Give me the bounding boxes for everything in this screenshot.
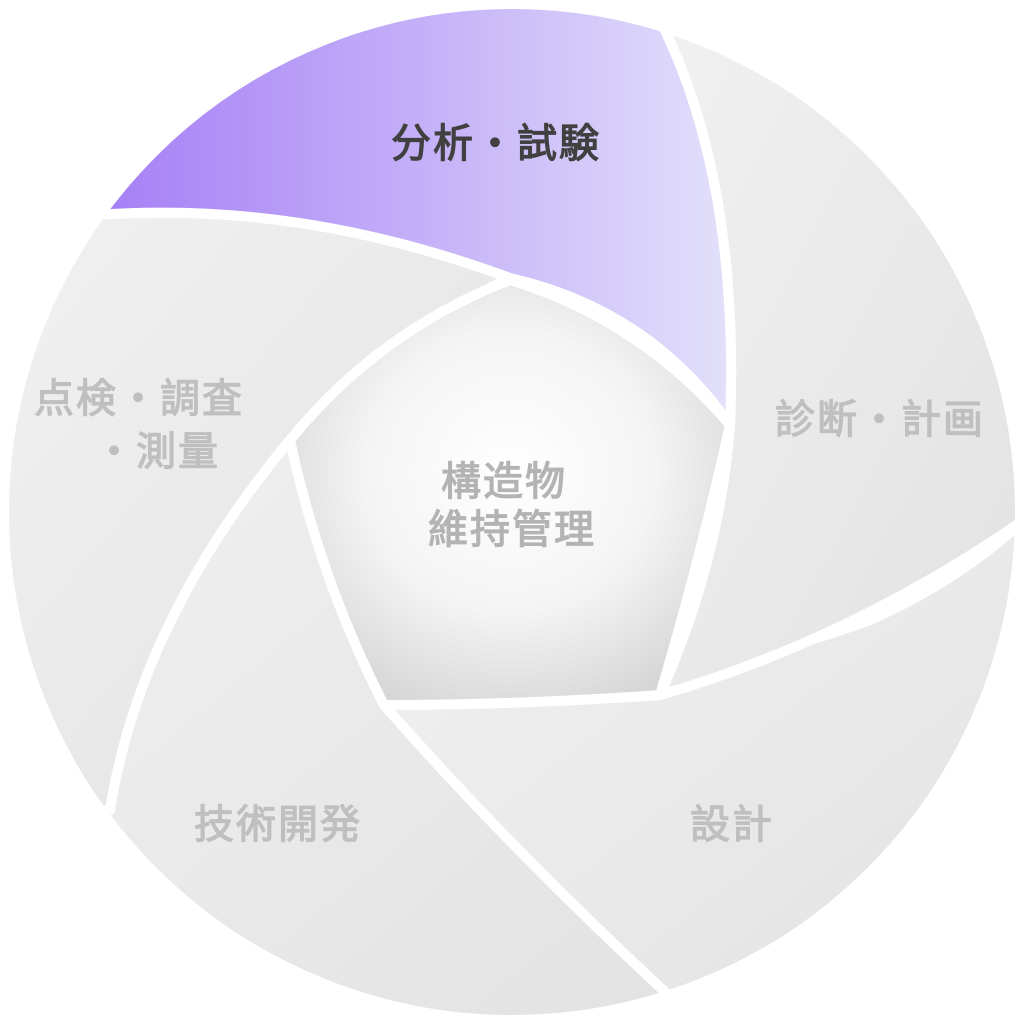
center-label: 構造物 維持管理 (428, 459, 596, 553)
segment-label-diagnosis: 診断・計画 (775, 397, 985, 443)
outer-rim (3, 3, 1021, 1021)
center-hub (285, 275, 735, 710)
segment-label-inspection: 点検・調査 ・測量 (34, 376, 260, 475)
segment-label-analysis: 分析・試験 (391, 121, 601, 167)
segment-label-design: 設計 (690, 802, 774, 848)
segment-label-tech: 技術開発 (194, 802, 362, 848)
